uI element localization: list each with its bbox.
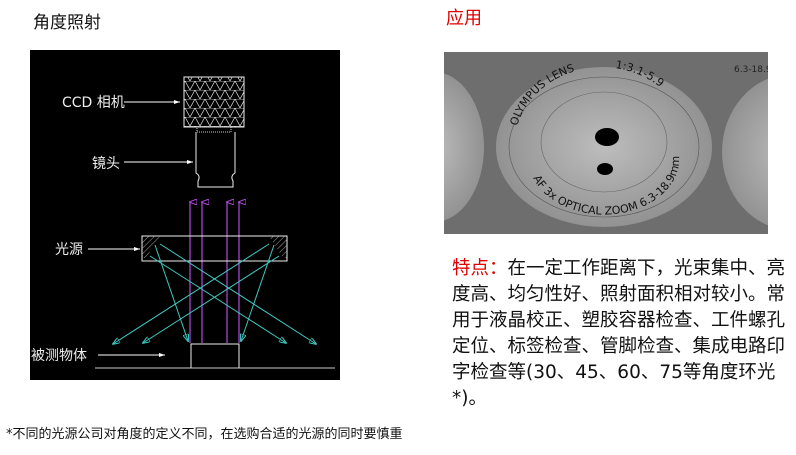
- label-light-source: 光源: [55, 242, 83, 258]
- features-text: 在一定工作距离下，光束集中、亮度高、均匀性好、照射面积相对较小。常用于液晶校正、…: [452, 258, 786, 409]
- label-lens: 镜头: [92, 156, 120, 172]
- features-label: 特点：: [452, 258, 508, 279]
- photo-lettering-side: 6.3-18.9mm: [734, 65, 768, 75]
- incident-rays: [113, 243, 316, 344]
- label-inspected-object: 被测物体: [31, 348, 87, 364]
- features-paragraph: 特点：在一定工作距离下，光束集中、亮度高、均匀性好、照射面积相对较小。常用于液晶…: [452, 256, 792, 412]
- lens: [195, 132, 236, 188]
- reflected-rays: [190, 202, 239, 343]
- angle-lighting-diagram: CCD 相机 镜头 光源 被测物体: [30, 50, 340, 380]
- light-source: [141, 235, 288, 262]
- application-photo-lens-inspection: OLYMPUS LENS 1:3.1-5.9 AF 3x OPTICAL ZOO…: [444, 52, 768, 234]
- footnote: *不同的光源公司对角度的定义不同，在选购合适的光源的同时要慎重: [6, 427, 403, 442]
- section-title-angle-lighting: 角度照射: [33, 13, 101, 33]
- ccd-camera: [183, 76, 245, 133]
- label-ccd-camera: CCD 相机: [62, 95, 125, 111]
- section-title-application: 应用: [446, 8, 482, 29]
